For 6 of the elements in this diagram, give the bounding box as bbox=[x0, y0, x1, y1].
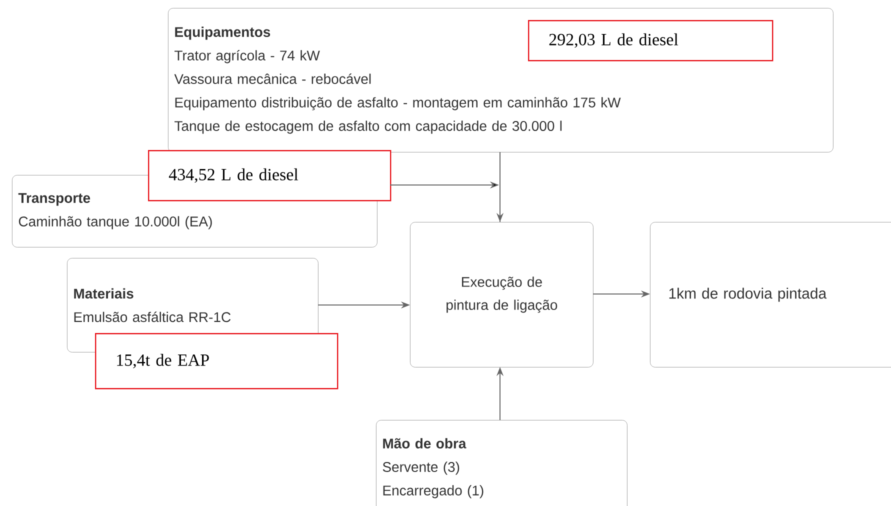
annotation-box: 15,4t de EAP bbox=[95, 333, 338, 390]
process-box: Mão de obra Servente (3) Encarregado (1) bbox=[376, 420, 628, 506]
result-box: 1km de rodovia pintada bbox=[650, 222, 891, 368]
annotation-box: 292,03 L de diesel bbox=[528, 20, 774, 62]
annotation-box: 434,52 L de diesel bbox=[148, 150, 392, 202]
process-box: Execução de pintura de ligação bbox=[410, 222, 594, 368]
